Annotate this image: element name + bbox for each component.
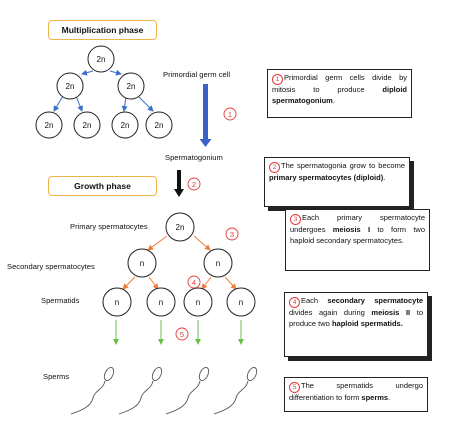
step-marker-label: 1 xyxy=(228,110,232,119)
callout-text: . xyxy=(388,393,391,402)
step-marker-4 xyxy=(187,275,201,289)
cell-label: 2n xyxy=(66,82,75,91)
secondary-spermatocytes-label: Secondary spermatocytes xyxy=(7,262,95,271)
step-marker-label: 4 xyxy=(192,278,196,287)
cell-spermatid xyxy=(183,287,213,317)
cell-label: n xyxy=(115,298,119,307)
cell-label: 2n xyxy=(45,121,54,130)
step-marker-label: 3 xyxy=(230,230,234,239)
primordial-germ-cell-label: Primordial germ cell xyxy=(163,70,231,79)
cell-labels: 2n 2n 2n 2n 2n 2n 2n 2n n n n n n n xyxy=(45,55,244,307)
spermatids-label: Spermatids xyxy=(41,296,80,305)
step-marker-5 xyxy=(175,327,189,341)
cell-label: 2n xyxy=(83,121,92,130)
sperm-drawings xyxy=(70,366,258,415)
cell-2n xyxy=(35,111,63,139)
callout-text: Each xyxy=(301,296,328,305)
callout-text: The spermatogonia grow to become xyxy=(281,161,405,170)
sperm-icon xyxy=(118,366,163,415)
cell-label: n xyxy=(239,298,243,307)
callout-text: Each primary spermatocyte undergoes xyxy=(290,213,425,234)
cell-2n xyxy=(73,111,101,139)
callout-text: to produce two xyxy=(289,308,423,328)
sperm-icon xyxy=(213,366,258,415)
differentiation-arrows xyxy=(113,320,244,345)
callout-text: meiosis II xyxy=(371,308,411,317)
mitosis-big-arrow xyxy=(199,84,212,147)
cell-label: 2n xyxy=(176,223,185,232)
step-markers xyxy=(175,107,239,341)
step-number-icon: 3 xyxy=(290,214,301,225)
cell-label: 2n xyxy=(127,82,136,91)
step-marker-3 xyxy=(225,227,239,241)
step-marker-2 xyxy=(187,177,201,191)
callout-text: sperms xyxy=(361,393,389,402)
cell-primary-spermatocyte xyxy=(165,212,195,242)
cell-label: n xyxy=(159,298,163,307)
cell-2n xyxy=(145,111,173,139)
callout-text: diploid spermatogonium xyxy=(272,85,407,105)
cell-label: 2n xyxy=(121,121,130,130)
cell-label: 2n xyxy=(155,121,164,130)
callout-text: primary spermatocytes (diploid) xyxy=(269,173,384,182)
meiosis-cells xyxy=(102,212,256,317)
cell-label: n xyxy=(216,259,220,268)
cell-secondary-spermatocyte xyxy=(127,248,157,278)
meiosis-arrows xyxy=(122,235,237,290)
callout-text: to form two haploid secondary spermatocy… xyxy=(290,225,425,245)
spermatogonium-label: Spermatogonium xyxy=(165,153,223,162)
cell-spermatid xyxy=(226,287,256,317)
callout-text: divides again during xyxy=(289,308,372,317)
sperm-icon xyxy=(165,366,210,415)
cell-secondary-spermatocyte xyxy=(203,248,233,278)
step-marker-labels: 1 2 3 4 5 xyxy=(180,110,234,339)
cell-2n xyxy=(111,111,139,139)
step-number-icon: 2 xyxy=(269,162,280,173)
cell-label: n xyxy=(196,298,200,307)
step-marker-label: 5 xyxy=(180,330,184,339)
step-marker-label: 2 xyxy=(192,180,196,189)
callout-text: secondary spermatocyte xyxy=(327,296,423,305)
step-number-icon: 1 xyxy=(272,74,283,85)
cell-spermatid xyxy=(102,287,132,317)
primary-spermatocytes-label: Primary spermatocytes xyxy=(70,222,148,231)
cell-label: 2n xyxy=(97,55,106,64)
multiplication-cells xyxy=(35,45,173,139)
step-number-icon: 5 xyxy=(289,382,300,393)
multiplication-phase-box: Multiplication phase xyxy=(48,20,157,40)
growth-phase-box: Growth phase xyxy=(48,176,157,196)
cell-label: n xyxy=(140,259,144,268)
cell-2n xyxy=(117,72,145,100)
callout-text: The spermatids undergo differentiation t… xyxy=(289,381,423,402)
sperm-icon xyxy=(70,366,115,415)
cell-2n xyxy=(87,45,115,73)
callout-text: meiosis I xyxy=(332,225,371,234)
cell-2n xyxy=(56,72,84,100)
step-marker-1 xyxy=(223,107,237,121)
step-number-icon: 4 xyxy=(289,297,300,308)
sperms-label: Sperms xyxy=(43,372,70,381)
callout-text: . xyxy=(383,173,386,182)
growth-big-arrow xyxy=(174,170,184,197)
cell-spermatid xyxy=(146,287,176,317)
callout-text: . xyxy=(332,95,335,105)
callout-text: haploid spermatids. xyxy=(331,318,403,328)
mitosis-arrows xyxy=(53,69,154,112)
callout-text: Primordial germ cells divide by mitosis … xyxy=(272,73,407,94)
